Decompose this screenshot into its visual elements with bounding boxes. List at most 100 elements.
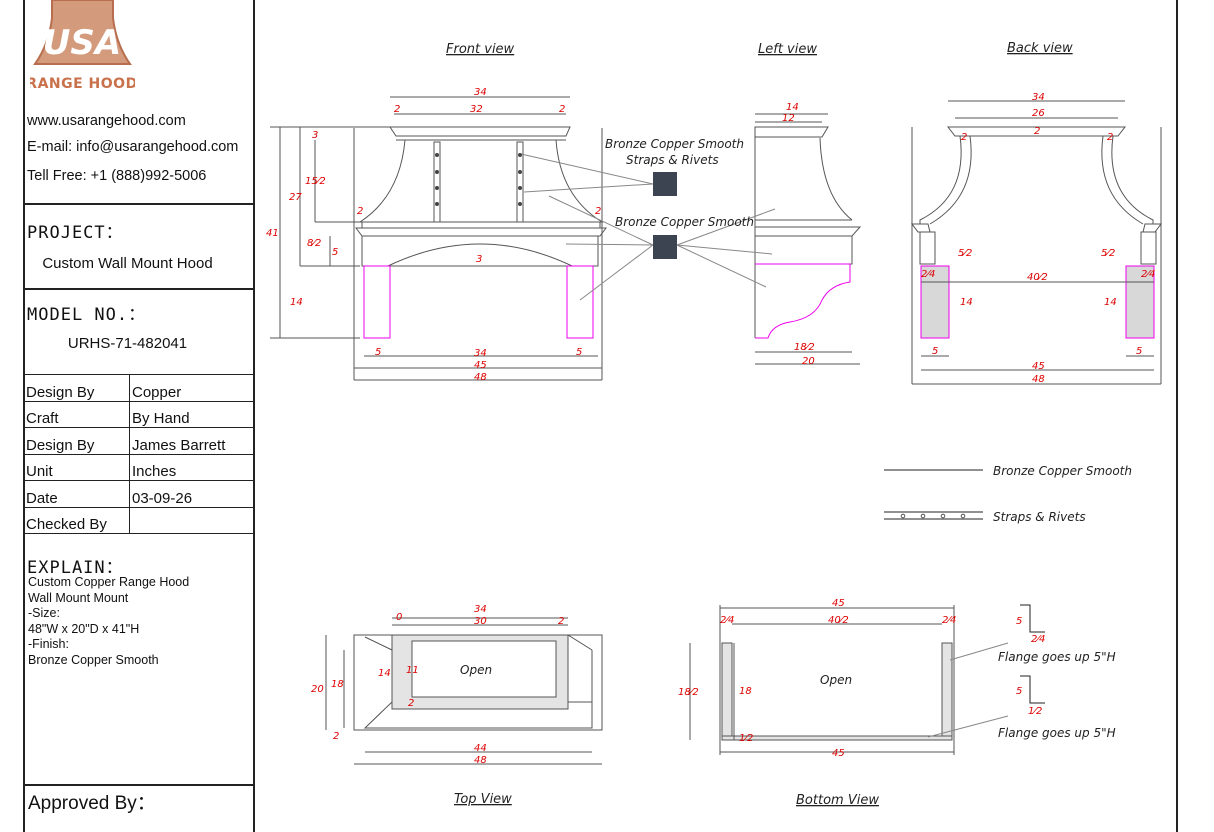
dim-label: 11 bbox=[406, 665, 419, 676]
approved-by-label: Approved By： bbox=[28, 793, 156, 814]
logo-sub-text: RANGE HOOD bbox=[30, 76, 135, 92]
dim-label: 14 bbox=[290, 297, 303, 308]
dim-label: 48 bbox=[474, 372, 487, 383]
dim-label: 1⁄2 bbox=[1028, 706, 1042, 717]
smooth-callout: Bronze Copper Smooth bbox=[615, 215, 754, 229]
dim-label: 20 bbox=[311, 684, 324, 695]
left-view bbox=[754, 113, 862, 365]
dim-label: 40⁄2 bbox=[1027, 272, 1048, 283]
dim-label: 12 bbox=[782, 113, 795, 124]
info-key: Design By bbox=[23, 427, 130, 455]
project-title: PROJECT： bbox=[27, 223, 124, 243]
website-text: www.usarangehood.com bbox=[27, 113, 186, 129]
dim-label: 3 bbox=[476, 254, 482, 265]
usa-range-hood-logo: USA RANGE HOOD bbox=[30, 0, 135, 92]
dim-label: 2 bbox=[558, 616, 564, 627]
dim-label: 2⁄4 bbox=[1141, 269, 1155, 280]
top-open-label: Open bbox=[460, 663, 492, 677]
dim-label: 5 bbox=[932, 346, 938, 357]
dim-label: 44 bbox=[474, 743, 487, 754]
explain-line: Bronze Copper Smooth bbox=[28, 652, 159, 667]
dim-label: 5 bbox=[576, 347, 582, 358]
dim-label: 2⁄4 bbox=[921, 269, 935, 280]
bottom-open-label: Open bbox=[820, 673, 852, 687]
info-value: Inches bbox=[129, 453, 255, 481]
dim-label: 20 bbox=[802, 356, 815, 367]
legend-lines bbox=[884, 469, 983, 520]
dim-label: 18⁄2 bbox=[794, 342, 815, 353]
straps-callout-line2: Straps & Rivets bbox=[626, 153, 719, 167]
dim-label: 2⁄4 bbox=[942, 615, 956, 626]
info-key: Date bbox=[23, 480, 130, 508]
dim-label: 3 bbox=[312, 130, 318, 141]
dim-label: 5⁄2 bbox=[1101, 248, 1115, 259]
dim-label: 2 bbox=[394, 104, 400, 115]
dim-label: 5 bbox=[1016, 686, 1022, 697]
dim-label: 40⁄2 bbox=[828, 615, 849, 626]
leader-lines bbox=[520, 153, 1009, 738]
dim-label: 34 bbox=[474, 87, 487, 98]
explain-body: Custom Copper Range Hood Wall Mount Moun… bbox=[28, 575, 189, 669]
bottom-view-title: Bottom View bbox=[796, 793, 879, 808]
dim-label: 27 bbox=[289, 192, 302, 203]
dim-label: 14 bbox=[786, 102, 799, 113]
project-value: Custom Wall Mount Hood bbox=[42, 255, 213, 272]
dim-label: 2 bbox=[559, 104, 565, 115]
front-dimensions: 34 32 2 2 3 15⁄2 27 41 2 2 8⁄2 5 3 14 5 … bbox=[266, 87, 601, 383]
dim-label: 34 bbox=[474, 604, 487, 615]
back-dimensions: 34 26 2 2 2 5⁄2 5⁄2 2⁄4 40⁄2 2⁄4 14 14 5… bbox=[921, 92, 1155, 385]
dim-label: 2 bbox=[961, 132, 967, 143]
dim-label: 18 bbox=[739, 686, 752, 697]
dim-label: 1⁄2 bbox=[739, 733, 753, 744]
dim-label: 34 bbox=[1032, 92, 1045, 103]
model-value: URHS-71-482041 bbox=[67, 335, 188, 352]
dim-label: 14 bbox=[1104, 297, 1117, 308]
dim-label: 2 bbox=[1107, 132, 1113, 143]
top-view-title: Top View bbox=[454, 792, 512, 807]
front-view-title: Front view bbox=[446, 42, 515, 57]
dim-label: 15⁄2 bbox=[305, 176, 326, 187]
straps-swatch bbox=[653, 172, 677, 196]
rivets bbox=[435, 153, 522, 206]
flange-note-2: Flange goes up 5"H bbox=[998, 726, 1116, 740]
explain-line: -Size: bbox=[28, 606, 60, 621]
explain-line: Wall Mount Mount bbox=[28, 590, 129, 605]
bottom-dimensions: 45 2⁄4 40⁄2 2⁄4 18⁄2 18 1⁄2 45 5 2⁄4 5 1… bbox=[678, 598, 1045, 759]
dim-label: 45 bbox=[474, 360, 487, 371]
dim-label: 48 bbox=[474, 755, 487, 766]
dim-label: 5⁄2 bbox=[958, 248, 972, 259]
legend-smooth-label: Bronze Copper Smooth bbox=[993, 464, 1132, 478]
info-value: James Barrett bbox=[129, 427, 255, 455]
dim-label: 2⁄4 bbox=[1031, 634, 1045, 645]
dim-label: 45 bbox=[832, 748, 845, 759]
dim-label: 41 bbox=[266, 228, 279, 239]
left-view-title: Left view bbox=[758, 42, 817, 57]
front-view bbox=[270, 96, 607, 381]
legend-straps-label: Straps & Rivets bbox=[993, 510, 1086, 524]
info-row: Checked By bbox=[23, 506, 255, 534]
explain-title: EXPLAIN： bbox=[27, 558, 124, 578]
dim-label: 2 bbox=[333, 731, 339, 742]
flange-note-1: Flange goes up 5"H bbox=[998, 650, 1116, 664]
dim-label: 48 bbox=[1032, 374, 1045, 385]
dim-label: 2⁄4 bbox=[720, 615, 734, 626]
info-value: 03-09-26 bbox=[129, 480, 255, 508]
divider bbox=[23, 288, 255, 290]
info-key: Unit bbox=[23, 453, 130, 481]
dim-label: 5 bbox=[1016, 616, 1022, 627]
dim-label: 14 bbox=[960, 297, 973, 308]
email-text: E-mail: info@usarangehood.com bbox=[27, 139, 239, 155]
dim-label: 2 bbox=[408, 698, 414, 709]
dim-label: 45 bbox=[1032, 361, 1045, 372]
dim-label: 0 bbox=[396, 612, 402, 623]
dim-label: 2 bbox=[357, 206, 363, 217]
divider bbox=[23, 784, 255, 786]
phone-text: Tell Free: +1 (888)992-5006 bbox=[27, 168, 207, 184]
